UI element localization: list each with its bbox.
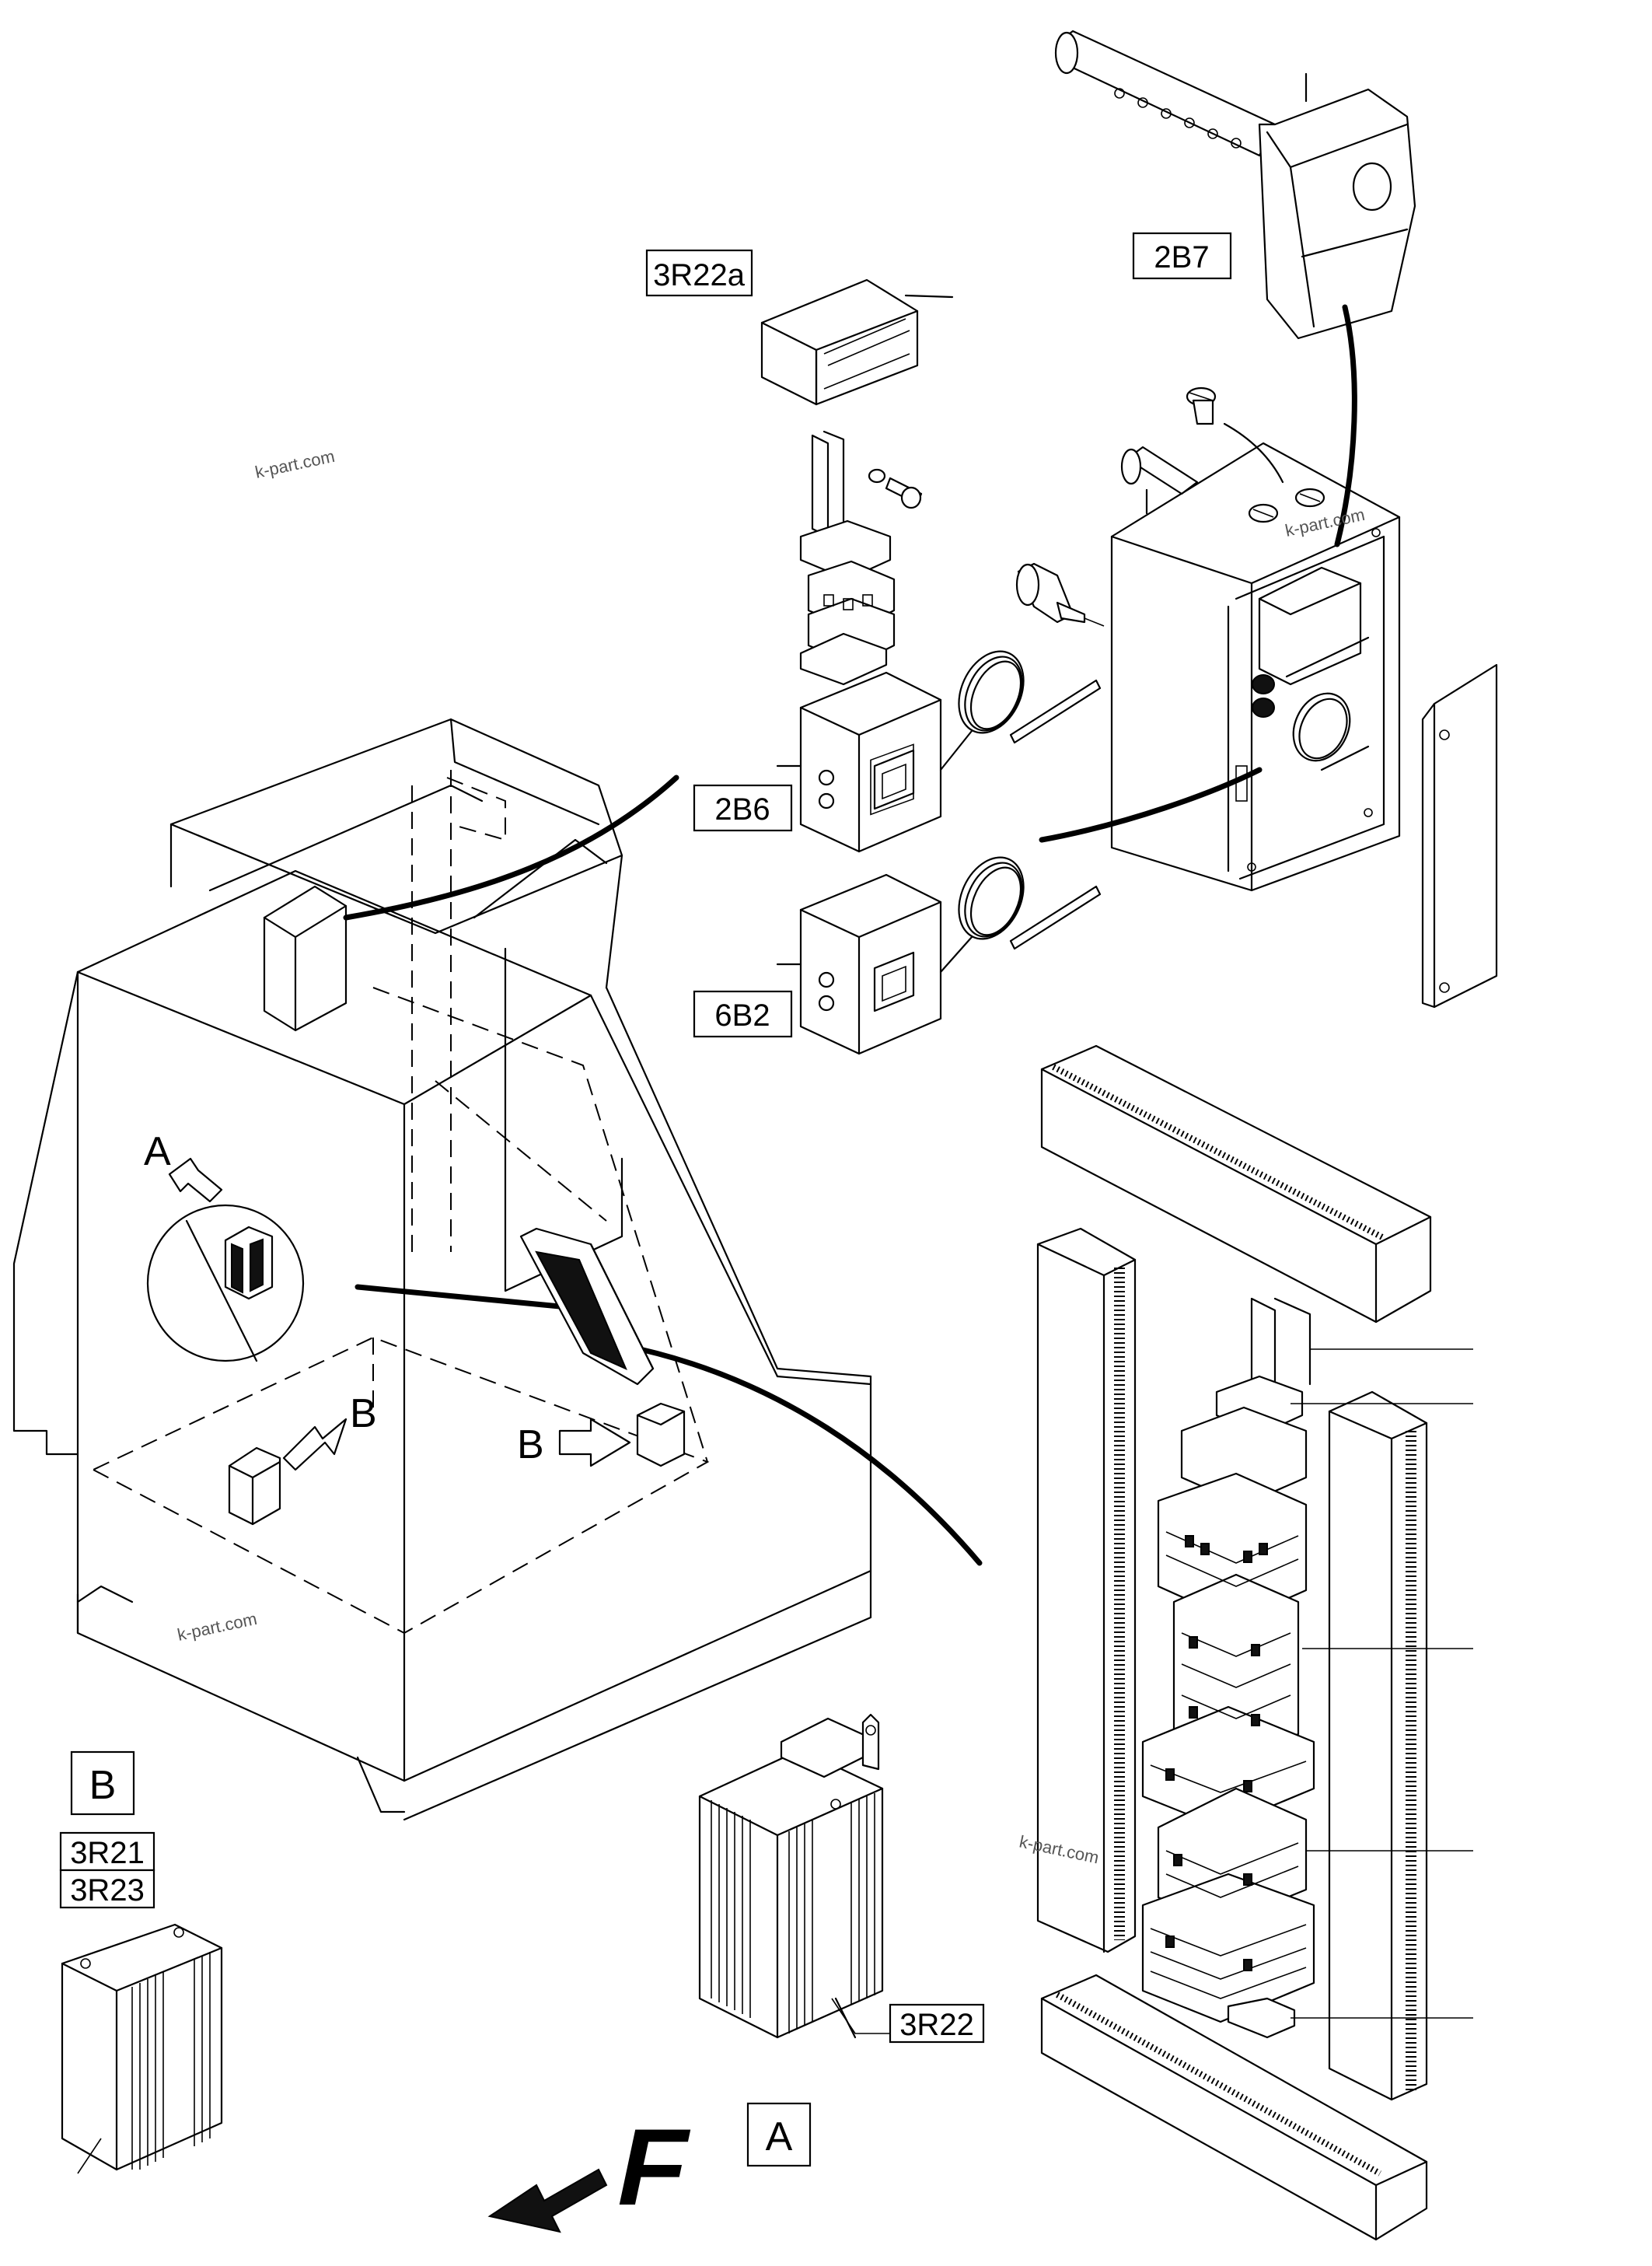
svg-text:2B7: 2B7 — [1154, 240, 1209, 275]
view-a-callout: A — [746, 2102, 812, 2167]
label-3r22: 3R22 — [889, 2003, 985, 2044]
callout-b-right: B — [517, 1422, 544, 1467]
view-b-callout: B — [70, 1750, 135, 1816]
leader-3r22 — [831, 1998, 890, 2034]
arrow-a-pointer — [168, 1157, 223, 1203]
thermostat-2b6-wire — [1039, 767, 1263, 843]
connection-wire-lower — [619, 1342, 983, 1566]
watermark-1: k-part.com — [253, 446, 337, 482]
label-3r22a: 3R22a — [645, 249, 753, 297]
svg-text:B: B — [89, 1763, 117, 1808]
label-6b2: 6B2 — [693, 990, 793, 1038]
heater-3r21-3r23 — [61, 1923, 223, 2174]
detail-a-leader — [354, 1284, 563, 1310]
enclosure-cover-plate — [1421, 663, 1498, 1009]
svg-text:3R23: 3R23 — [70, 1873, 145, 1908]
detail-circle-a — [146, 1204, 305, 1362]
din-rail-terminal-blocks — [1141, 1297, 1315, 2039]
heater-b-recess — [636, 1402, 686, 1467]
svg-text:3R22a: 3R22a — [653, 258, 746, 292]
machine-housing — [12, 718, 872, 1821]
heater-3r22 — [698, 1713, 884, 2039]
thermostat-2b6 — [799, 650, 1102, 853]
callout-b-floor: B — [350, 1391, 377, 1436]
svg-text:6B2: 6B2 — [714, 998, 770, 1033]
connection-wire-upper — [343, 775, 679, 921]
label-3r21: 3R21 — [59, 1831, 155, 1872]
svg-text:A: A — [766, 2114, 793, 2159]
heater-3r22a — [760, 278, 954, 406]
cable-duct-left — [1036, 1227, 1137, 1953]
svg-text:3R21: 3R21 — [70, 1836, 145, 1870]
thermostat-2b7-wire — [1334, 304, 1357, 547]
thermostat-2b7 — [1054, 30, 1416, 340]
svg-text:3R22: 3R22 — [899, 2008, 974, 2042]
callout-a-top: A — [144, 1129, 171, 1174]
label-2b7: 2B7 — [1132, 232, 1232, 280]
terminal-leader-lines — [1291, 1348, 1473, 2019]
cable-gland — [1015, 562, 1105, 627]
direction-letter-f: F — [607, 2107, 700, 2228]
terminal-stack-upper — [799, 430, 923, 686]
direction-arrow-f — [487, 2168, 608, 2233]
control-panel-recess — [519, 1227, 655, 1386]
arrow-b-right-pointer — [558, 1418, 631, 1467]
terminal-enclosure — [1110, 386, 1401, 892]
label-3r23: 3R23 — [59, 1869, 155, 1909]
thermostat-6b2 — [799, 856, 1102, 1055]
cable-duct-right — [1328, 1390, 1428, 2101]
watermark-3: k-part.com — [176, 1609, 259, 1645]
arrow-b-floor-pointer — [282, 1418, 348, 1471]
label-2b6: 2B6 — [693, 784, 793, 832]
cable-duct-bottom — [1040, 1974, 1428, 2241]
heater-b-floor — [228, 1446, 281, 1526]
svg-text:2B6: 2B6 — [714, 792, 770, 827]
thermostat-housing-on-machine — [263, 885, 348, 1032]
cable-duct-top — [1040, 1044, 1432, 1324]
